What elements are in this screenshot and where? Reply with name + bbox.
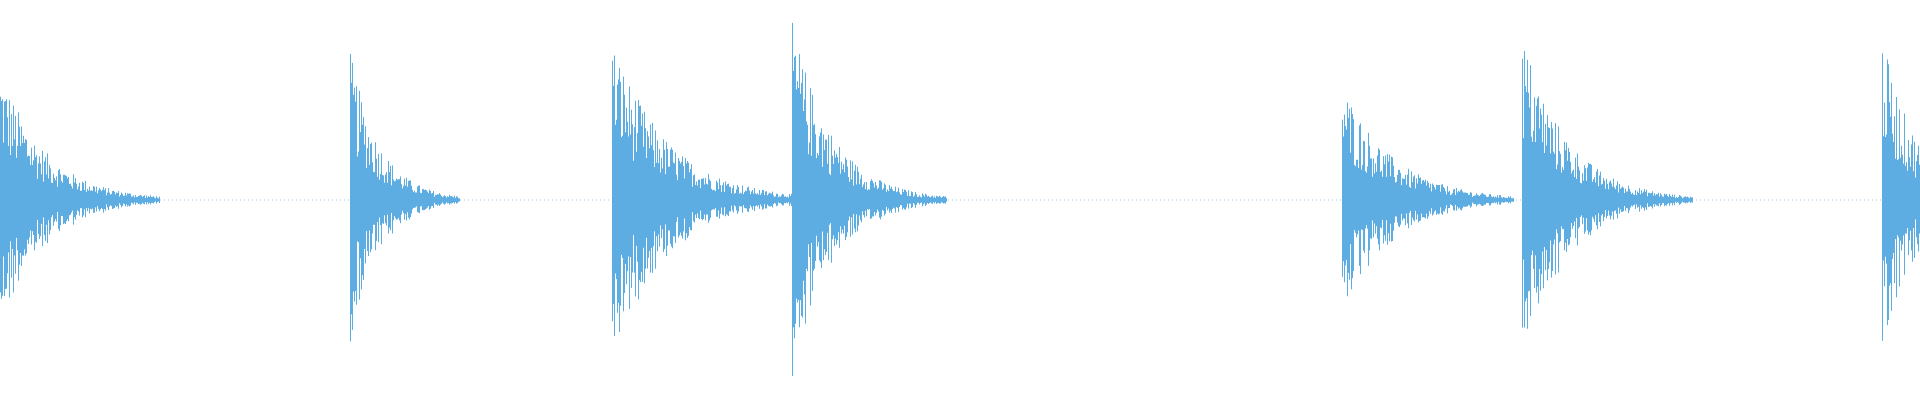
waveform-samples xyxy=(0,22,1920,376)
